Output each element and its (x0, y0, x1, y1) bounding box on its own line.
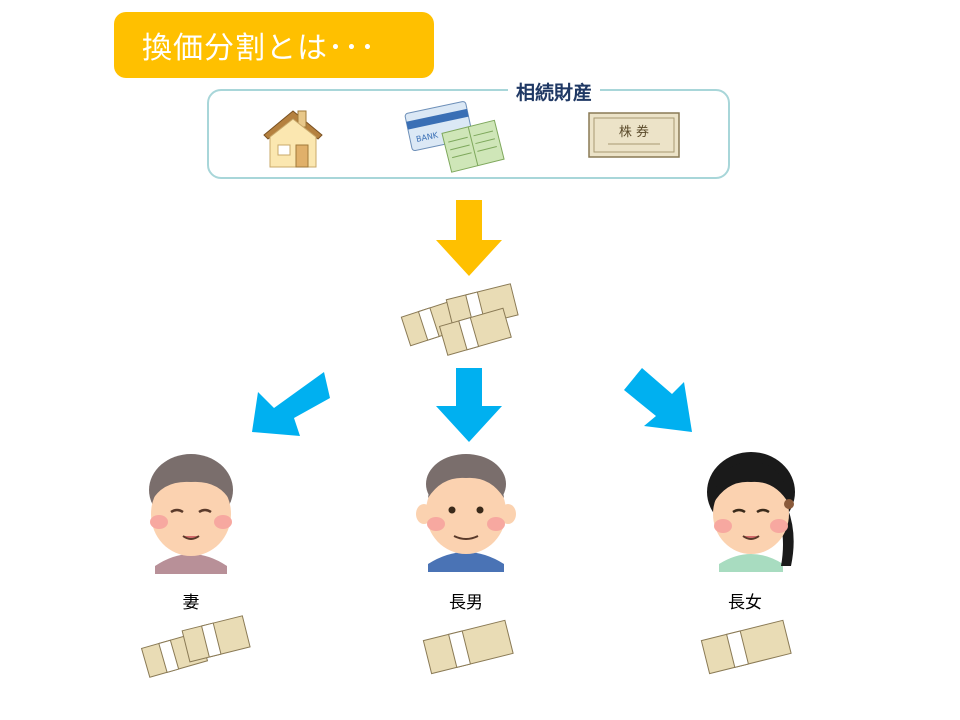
down-arrow-convert (436, 200, 502, 276)
title-badge: 換価分割とは･･･ (114, 12, 434, 78)
heir-label-eldest-son: 長男 (449, 593, 483, 613)
house-icon (263, 110, 323, 168)
money-bundles-wife (140, 615, 251, 678)
page-title: 換価分割とは･･･ (142, 31, 376, 66)
assets-label: 相続財産 (508, 78, 601, 105)
eldest-son-avatar (416, 454, 516, 572)
money-bundles-center (400, 283, 519, 356)
arrow-to-eldest-son (436, 368, 502, 442)
money-bundle-eldest-daughter (700, 619, 792, 675)
heir-label-wife: 妻 (182, 593, 200, 613)
arrow-to-wife (252, 372, 330, 436)
heir-label-eldest-daughter: 長女 (728, 593, 762, 613)
assets-box (207, 89, 730, 179)
stock-certificate-icon: 株 券 (588, 112, 680, 158)
arrow-to-eldest-daughter (624, 368, 692, 432)
money-bundle-eldest-son (422, 619, 514, 675)
stock-text: 株 券 (619, 124, 649, 140)
eldest-daughter-avatar (707, 452, 795, 572)
bankbook-card-icon: BANK (404, 101, 505, 173)
wife-avatar (149, 454, 233, 574)
